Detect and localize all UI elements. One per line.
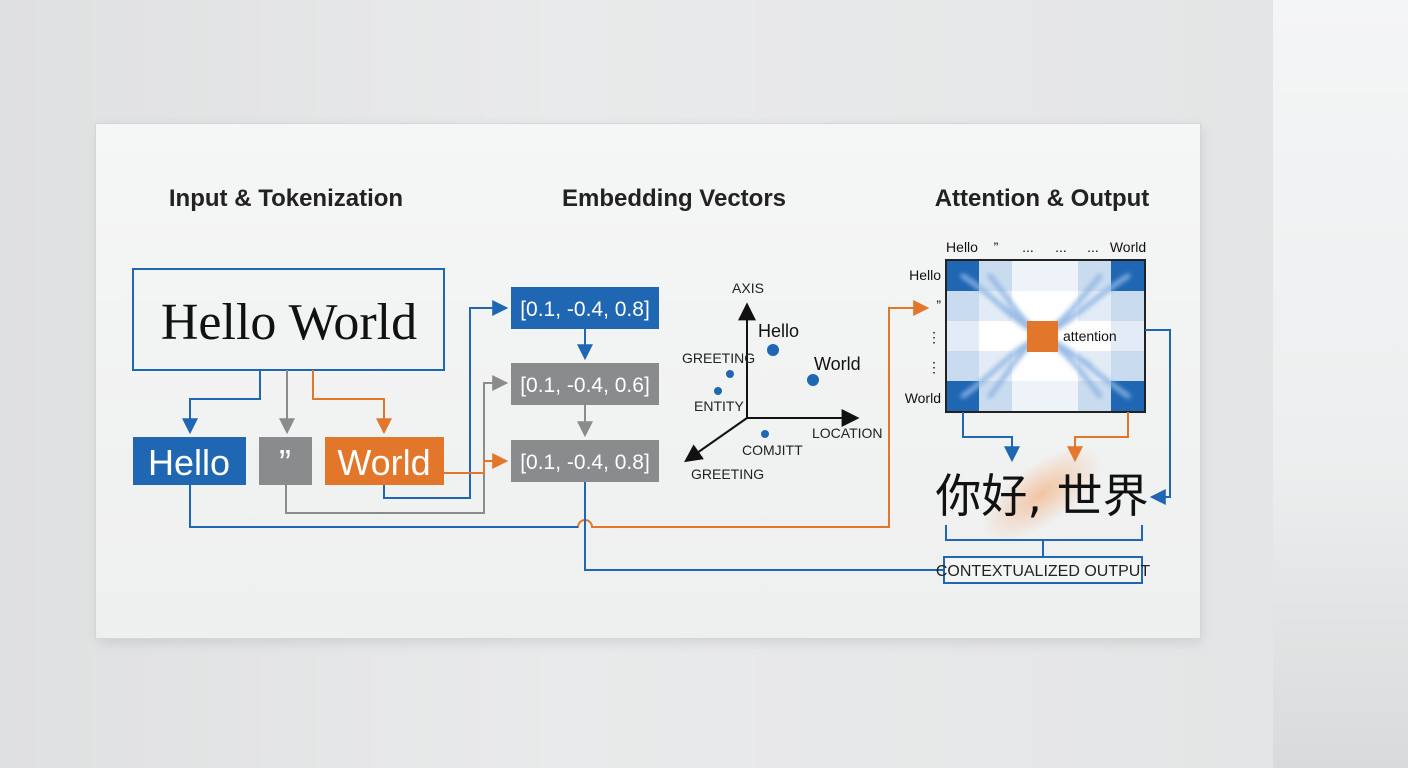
vector-3: [0.1, -0.4, 0.8] <box>520 451 650 474</box>
vector-box-1 <box>511 287 659 329</box>
col-label-2: ” <box>994 239 999 255</box>
vector-box-3 <box>511 440 659 482</box>
token-quote: ” <box>279 442 291 483</box>
token-world: World <box>337 442 430 483</box>
point-label-hello: Hello <box>758 321 799 341</box>
token-box-quote <box>259 437 312 485</box>
col-label-4: ... <box>1055 239 1067 255</box>
token-hello: Hello <box>148 442 230 483</box>
point-world <box>807 374 819 386</box>
connector-vector-to-output <box>584 482 944 571</box>
section-title-input: Input & Tokenization <box>169 185 403 212</box>
output-glow <box>982 446 1102 542</box>
space-label-greeting-2: GREETING <box>691 466 764 482</box>
vector-box-2 <box>511 363 659 405</box>
space-label-greeting: GREETING <box>682 350 755 366</box>
attention-center-label: attention <box>1063 328 1117 344</box>
token-box-hello <box>133 437 246 485</box>
caption-box <box>943 556 1143 584</box>
output-text: 你好, 世界 <box>935 469 1148 523</box>
row-label-4: ⋮ <box>927 359 941 375</box>
space-label-entity: ENTITY <box>694 398 744 414</box>
arrow-world-to-vector-3 <box>444 453 509 474</box>
vector-1: [0.1, -0.4, 0.8] <box>520 298 650 321</box>
point-label-world: World <box>814 354 861 374</box>
axis-z <box>684 417 748 463</box>
arrow-input-to-world <box>312 370 392 435</box>
attention-focus-cell <box>1027 321 1058 352</box>
row-label-1: Hello <box>909 267 941 283</box>
row-label-5: World <box>905 390 941 406</box>
point-entity <box>714 387 722 395</box>
axis-label: AXIS <box>732 280 764 296</box>
vector-2: [0.1, -0.4, 0.6] <box>520 374 650 397</box>
space-label-location: LOCATION <box>812 425 883 441</box>
col-label-6: World <box>1110 239 1146 255</box>
token-box-world <box>325 437 444 485</box>
point-hello <box>767 344 779 356</box>
row-label-2: ” <box>936 297 941 313</box>
section-title-embedding: Embedding Vectors <box>562 185 786 212</box>
arrow-world-to-vector-1 <box>383 300 509 499</box>
section-title-attention: Attention & Output <box>935 185 1150 212</box>
input-text: Hello World <box>161 294 417 351</box>
attention-matrix <box>945 259 1146 413</box>
connector-hello-bus <box>189 485 578 528</box>
output-caption: CONTEXTUALIZED OUTPUT <box>936 563 1150 580</box>
arrow-matrix-to-output-blue <box>962 412 1020 463</box>
room-background <box>1273 0 1408 768</box>
col-label-5: ... <box>1087 239 1099 255</box>
arrow-matrix-side-to-output <box>1145 329 1171 505</box>
row-label-3: ⋮ <box>927 329 941 345</box>
arrow-input-to-hello <box>182 370 261 435</box>
point-greeting <box>726 370 734 378</box>
space-label-comjitt: COMJITT <box>742 442 803 458</box>
point-comjitt <box>761 430 769 438</box>
input-text-box <box>132 268 445 371</box>
arrow-quote-to-vector-2 <box>285 375 509 514</box>
col-label-3: ... <box>1022 239 1034 255</box>
col-label-1: Hello <box>946 239 978 255</box>
